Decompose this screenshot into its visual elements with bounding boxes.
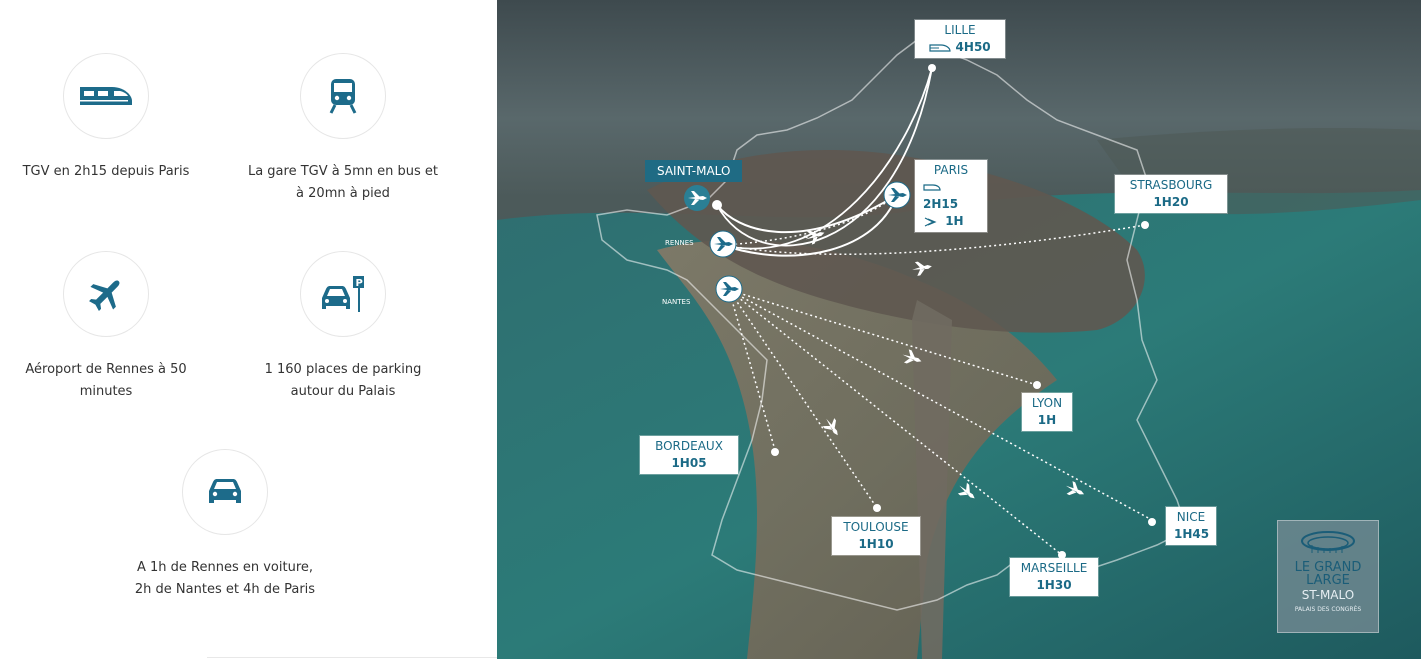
label-nantes: NANTES — [662, 298, 690, 306]
airplane-icon — [89, 280, 120, 311]
feature-tgv-text: TGV en 2h15 depuis Paris — [22, 164, 190, 179]
city-strasbourg-name: STRASBOURG — [1129, 178, 1213, 192]
feature-airport-label: Aéroport de Rennes à 50 minutes — [0, 359, 216, 403]
route-plane-markers — [803, 230, 1085, 499]
feature-tgv: TGV en 2h15 depuis Paris — [0, 53, 216, 183]
parking-car-icon: P — [322, 276, 364, 312]
le-grand-large-logo: LE GRAND LARGE ST-MALO PALAIS DES CONGRÈ… — [1277, 520, 1379, 633]
label-rennes: RENNES — [665, 239, 694, 247]
city-nice-time: 1H45 — [1174, 527, 1210, 541]
city-marseille: MARSEILLE 1H30 — [1010, 558, 1098, 596]
airport-badges — [684, 181, 911, 303]
city-toulouse-time: 1H10 — [858, 537, 894, 551]
city-lille-time: 4H50 — [955, 40, 991, 54]
city-lille-time-row: 4H50 — [923, 39, 997, 56]
france-map: SAINT-MALO RENNES NANTES LILLE 4H50 PARI… — [497, 0, 1421, 659]
feature-tgv-label: TGV en 2h15 depuis Paris — [0, 161, 216, 183]
city-paris-train-row: 2H15 — [923, 179, 979, 213]
car-icon — [209, 479, 241, 503]
svg-text:P: P — [356, 278, 363, 289]
city-paris-name: PARIS — [933, 163, 969, 177]
feature-airport-text-1: Aéroport de Rennes à 50 — [25, 362, 187, 377]
label-nantes-text: NANTES — [662, 298, 691, 306]
train-icon — [929, 43, 951, 52]
feature-gare: La gare TGV à 5mn en bus et à 20mn à pie… — [233, 53, 453, 205]
divider — [207, 657, 497, 658]
city-bordeaux-name: BORDEAUX — [655, 439, 723, 453]
city-paris-train-time: 2H15 — [923, 197, 959, 211]
city-lyon-name: LYON — [1031, 396, 1063, 410]
city-lille: LILLE 4H50 — [915, 20, 1005, 58]
city-paris-plane-time: 1H — [945, 214, 964, 228]
city-bordeaux-time: 1H05 — [671, 456, 707, 470]
feature-airport-circle — [63, 251, 149, 337]
logo-line-4: PALAIS DES CONGRÈS — [1294, 606, 1362, 613]
feature-gare-text-2: à 20mn à pied — [296, 186, 390, 201]
city-toulouse-name: TOULOUSE — [843, 520, 909, 534]
city-saint-malo-name: SAINT-MALO — [657, 164, 731, 178]
feature-parking-text-2: autour du Palais — [290, 384, 396, 399]
city-lille-name: LILLE — [944, 23, 976, 37]
features-panel: TGV en 2h15 depuis Paris La gare TGV à 5… — [0, 0, 497, 659]
city-bordeaux: BORDEAUX 1H05 — [640, 436, 738, 474]
feature-car-circle — [182, 449, 268, 535]
city-strasbourg: STRASBOURG 1H20 — [1115, 175, 1227, 213]
feature-car-text-1: A 1h de Rennes en voiture, — [136, 560, 314, 575]
city-marseille-name: MARSEILLE — [1020, 561, 1088, 575]
feature-car-label: A 1h de Rennes en voiture, 2h de Nantes … — [115, 557, 335, 601]
tgv-train-icon — [80, 87, 132, 105]
logo-line-3: ST-MALO — [1301, 588, 1355, 602]
logo-line-1: LE GRAND — [1294, 560, 1362, 575]
city-paris-plane-row: 1H — [923, 213, 979, 230]
palais-logo-icon — [1301, 531, 1355, 553]
city-nice: NICE 1H45 — [1166, 507, 1216, 545]
feature-gare-label: La gare TGV à 5mn en bus et à 20mn à pie… — [233, 161, 453, 205]
city-nice-name: NICE — [1176, 510, 1206, 524]
airplane-icon — [924, 216, 937, 227]
train-icon — [329, 79, 357, 114]
label-rennes-text: RENNES — [665, 239, 694, 247]
city-strasbourg-time: 1H20 — [1153, 195, 1189, 209]
feature-car-text-2: 2h de Nantes et 4h de Paris — [134, 582, 316, 597]
feature-parking-circle: P — [300, 251, 386, 337]
feature-parking-text-1: 1 160 places de parking — [264, 362, 422, 377]
city-lyon-time: 1H — [1037, 413, 1057, 427]
feature-airport-text-2: minutes — [79, 384, 133, 399]
logo-line-2: LARGE — [1306, 573, 1350, 588]
feature-car: A 1h de Rennes en voiture, 2h de Nantes … — [115, 449, 335, 601]
city-saint-malo: SAINT-MALO — [645, 160, 743, 182]
feature-airport: Aéroport de Rennes à 50 minutes — [0, 251, 216, 403]
feature-parking-label: 1 160 places de parking autour du Palais — [233, 359, 453, 403]
feature-tgv-circle — [63, 53, 149, 139]
city-toulouse: TOULOUSE 1H10 — [832, 517, 920, 555]
city-marseille-time: 1H30 — [1036, 578, 1072, 592]
city-lyon: LYON 1H — [1022, 393, 1072, 431]
city-paris: PARIS 2H15 1H — [915, 160, 987, 232]
train-icon — [923, 184, 941, 191]
feature-gare-text-1: La gare TGV à 5mn en bus et — [247, 164, 439, 179]
feature-gare-circle — [300, 53, 386, 139]
feature-parking: P 1 160 places de parking autour du Pala… — [233, 251, 453, 403]
